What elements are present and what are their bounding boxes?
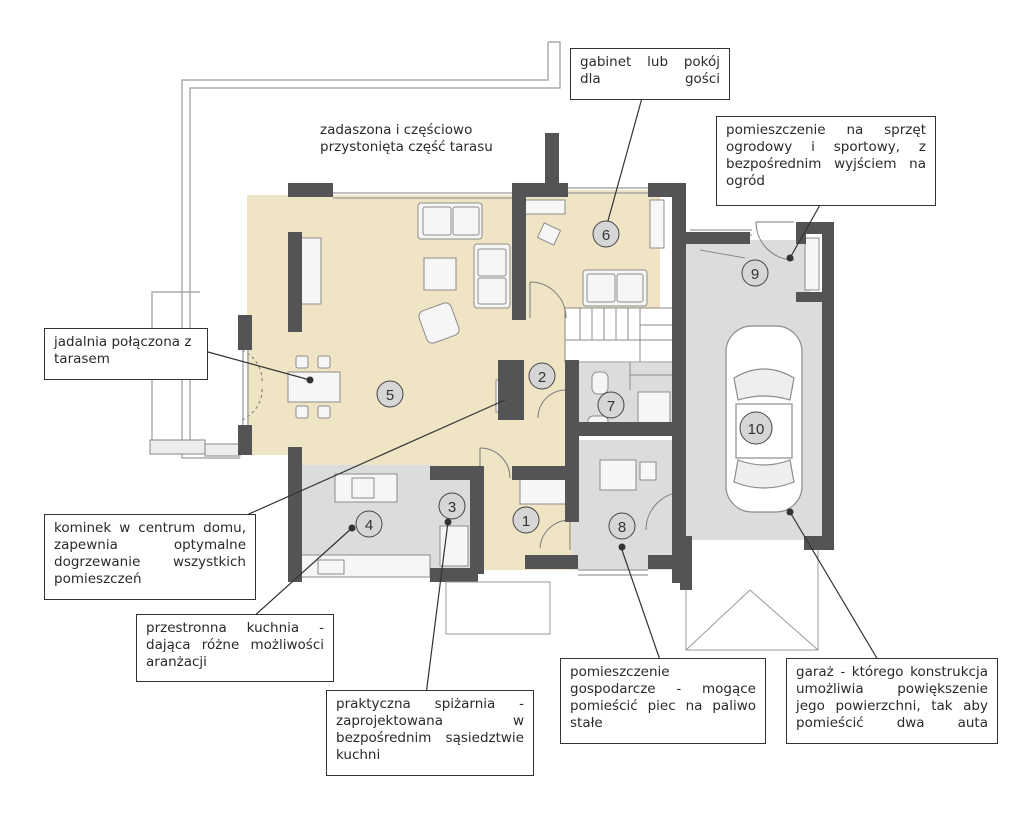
wc-toilet bbox=[591, 371, 609, 395]
hall-wardrobe bbox=[519, 477, 569, 505]
dining-table bbox=[287, 371, 341, 403]
room-badge-3: 3 bbox=[438, 492, 466, 520]
pantry-shelf bbox=[439, 525, 469, 567]
room-number-4: 4 bbox=[365, 517, 373, 534]
room-badge-7: 7 bbox=[597, 391, 625, 419]
room-number-9: 9 bbox=[751, 266, 759, 283]
room-badge-10: 10 bbox=[739, 411, 773, 445]
room-badge-8: 8 bbox=[608, 512, 636, 540]
study-desk bbox=[524, 199, 566, 215]
armchair bbox=[418, 302, 460, 344]
room-number-3: 3 bbox=[448, 499, 456, 516]
callout-garden-storage: pomieszczenie na sprzęt ogrodowy i sport… bbox=[716, 116, 936, 206]
stairs-floor bbox=[565, 308, 677, 363]
callout-pantry: praktyczna spiżarnia - zaprojektowana w … bbox=[326, 690, 534, 776]
terrace-outline bbox=[149, 41, 561, 459]
tv-cabinet bbox=[300, 237, 322, 305]
callout-fireplace: kominek w centrum domu, zapewnia optymal… bbox=[44, 514, 256, 600]
room-badge-1: 1 bbox=[512, 506, 540, 534]
room-number-2: 2 bbox=[538, 369, 546, 386]
leader-dots bbox=[306, 254, 794, 551]
hall-floor bbox=[477, 440, 572, 570]
room-badge-9: 9 bbox=[741, 259, 769, 287]
room-number-10: 10 bbox=[748, 421, 765, 438]
exterior bbox=[445, 550, 819, 651]
walls bbox=[238, 133, 834, 590]
room-number-7: 7 bbox=[607, 398, 615, 415]
room-badge-6: 6 bbox=[592, 220, 620, 248]
callout-utility: pomieszczenie gospodarcze - mogące pomie… bbox=[560, 658, 766, 744]
room-badge-4: 4 bbox=[355, 510, 383, 538]
coffee-table bbox=[423, 257, 457, 291]
callout-kitchen: przestronna kuchnia - dająca różne możli… bbox=[136, 614, 334, 682]
room-number-8: 8 bbox=[618, 519, 626, 536]
room-number-1: 1 bbox=[522, 513, 530, 530]
callout-garage: garaż - którego konstrukcja umożliwia po… bbox=[786, 658, 998, 744]
room-badge-2: 2 bbox=[528, 362, 556, 390]
room-badges: 1 2 3 4 5 6 7 8 9 10 bbox=[355, 220, 773, 540]
study-wardrobe bbox=[649, 199, 665, 249]
furniture bbox=[287, 199, 820, 578]
utility-boiler bbox=[599, 459, 637, 491]
callout-study: gabinet lub pokój dla gości bbox=[570, 48, 730, 100]
shower bbox=[637, 391, 671, 425]
room-number-6: 6 bbox=[602, 227, 610, 244]
room-number-5: 5 bbox=[386, 387, 394, 404]
leader-lines bbox=[207, 97, 879, 696]
storage-shelf bbox=[804, 237, 820, 291]
callout-terrace: zadaszona i częściowo przystonięta część… bbox=[320, 122, 493, 155]
room-badge-5: 5 bbox=[376, 380, 404, 408]
callout-dining: jadalnia połączona z tarasem bbox=[44, 328, 208, 380]
